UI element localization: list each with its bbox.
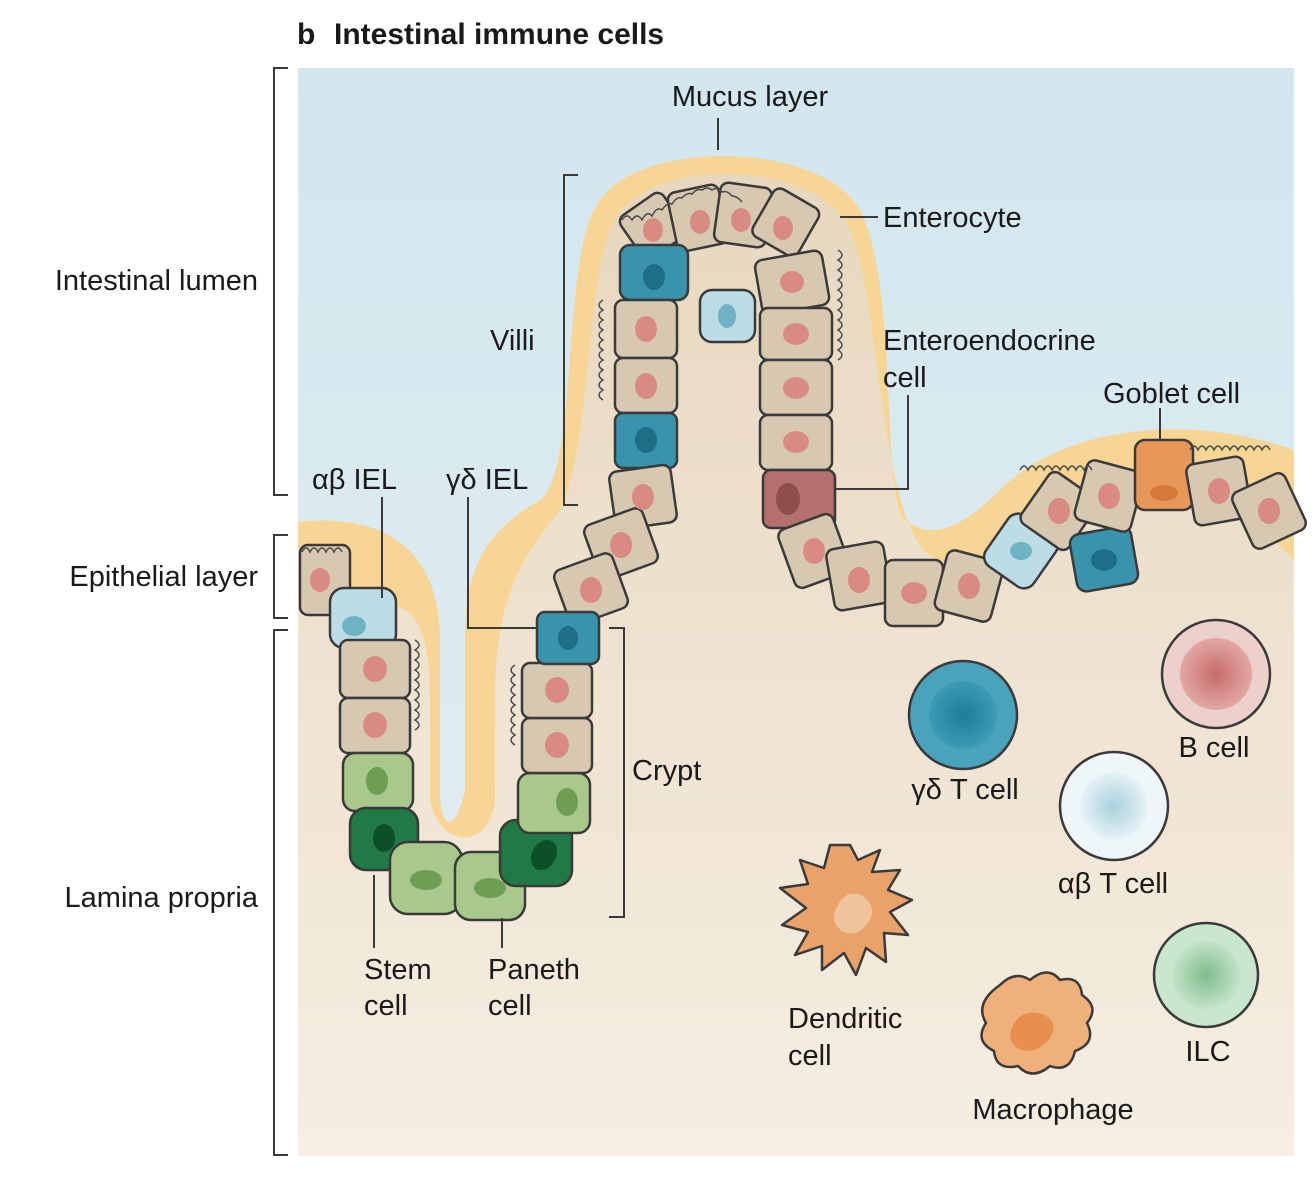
panel-letter: b (297, 18, 315, 51)
gd-t-cell (907, 659, 1019, 771)
label-lamina-propria: Lamina propria (65, 882, 259, 914)
label-gd-t-cell: γδ T cell (911, 774, 1018, 806)
label-gd-iel: γδ IEL (446, 464, 528, 496)
label-ilc: ILC (1185, 1036, 1230, 1068)
label-enterocyte: Enterocyte (883, 202, 1022, 234)
label-paneth-2: cell (488, 990, 532, 1022)
label-mucus-layer: Mucus layer (672, 81, 829, 113)
label-b-cell: B cell (1179, 732, 1250, 764)
special-nuclei (342, 264, 1178, 898)
macrophage (980, 971, 1094, 1075)
microvilli (301, 187, 1271, 746)
label-ab-iel: αβ IEL (312, 464, 397, 496)
label-enteroendocrine-1: Enteroendocrine (883, 325, 1096, 357)
label-dendritic-2: cell (788, 1040, 832, 1072)
figure-title: Intestinal immune cells (334, 18, 664, 51)
label-intestinal-lumen: Intestinal lumen (55, 265, 258, 297)
villus-cells (298, 181, 1308, 922)
label-stem-2: cell (364, 990, 408, 1022)
label-enteroendocrine-2: cell (883, 362, 927, 394)
label-epithelial-layer: Epithelial layer (69, 561, 258, 593)
ilc (1152, 921, 1260, 1029)
label-crypt: Crypt (632, 755, 701, 787)
lamina-propria-area (298, 173, 1294, 1157)
label-goblet-cell: Goblet cell (1103, 378, 1240, 410)
label-stem-1: Stem (364, 954, 432, 986)
label-dendritic-1: Dendritic (788, 1003, 902, 1035)
b-cell (1160, 618, 1272, 730)
leader-lines (373, 118, 1161, 948)
label-ab-t-cell: αβ T cell (1058, 868, 1168, 900)
label-villi: Villi (490, 325, 535, 357)
nuclei (310, 208, 1280, 758)
label-paneth-1: Paneth (488, 954, 580, 986)
dendritic-cell (778, 843, 914, 977)
ab-t-cell (1058, 750, 1170, 862)
region-brackets (273, 67, 625, 1156)
label-macrophage: Macrophage (972, 1094, 1133, 1126)
